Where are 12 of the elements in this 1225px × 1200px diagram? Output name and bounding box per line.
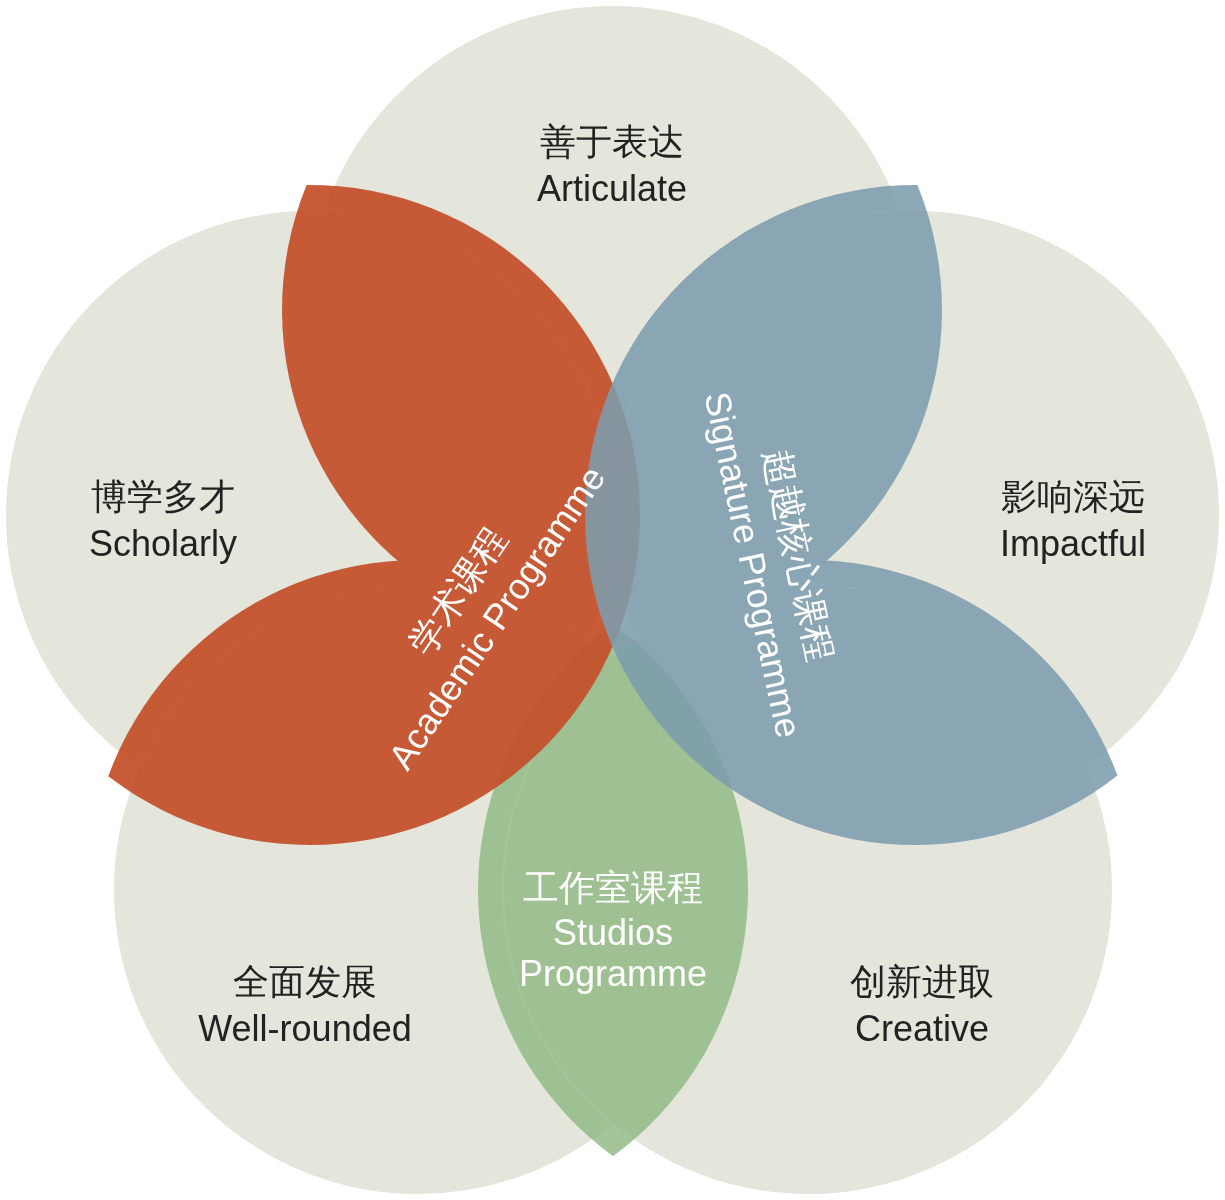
chinese-label: 创新进取 (850, 960, 994, 1005)
chinese-label: 博学多才 (91, 475, 235, 520)
english-label: Well-rounded (198, 1007, 412, 1051)
english-label: Articulate (536, 167, 688, 211)
english-label: Scholarly (88, 522, 238, 566)
chinese-label: 善于表达 (540, 120, 684, 165)
chinese-label: 工作室课程 (523, 866, 703, 911)
english-label: Impactful (999, 522, 1147, 566)
english-label: Studios Programme (517, 912, 709, 995)
english-label: Creative (854, 1007, 990, 1051)
chinese-label: 全面发展 (233, 960, 377, 1005)
chinese-label: 影响深远 (1001, 475, 1145, 520)
